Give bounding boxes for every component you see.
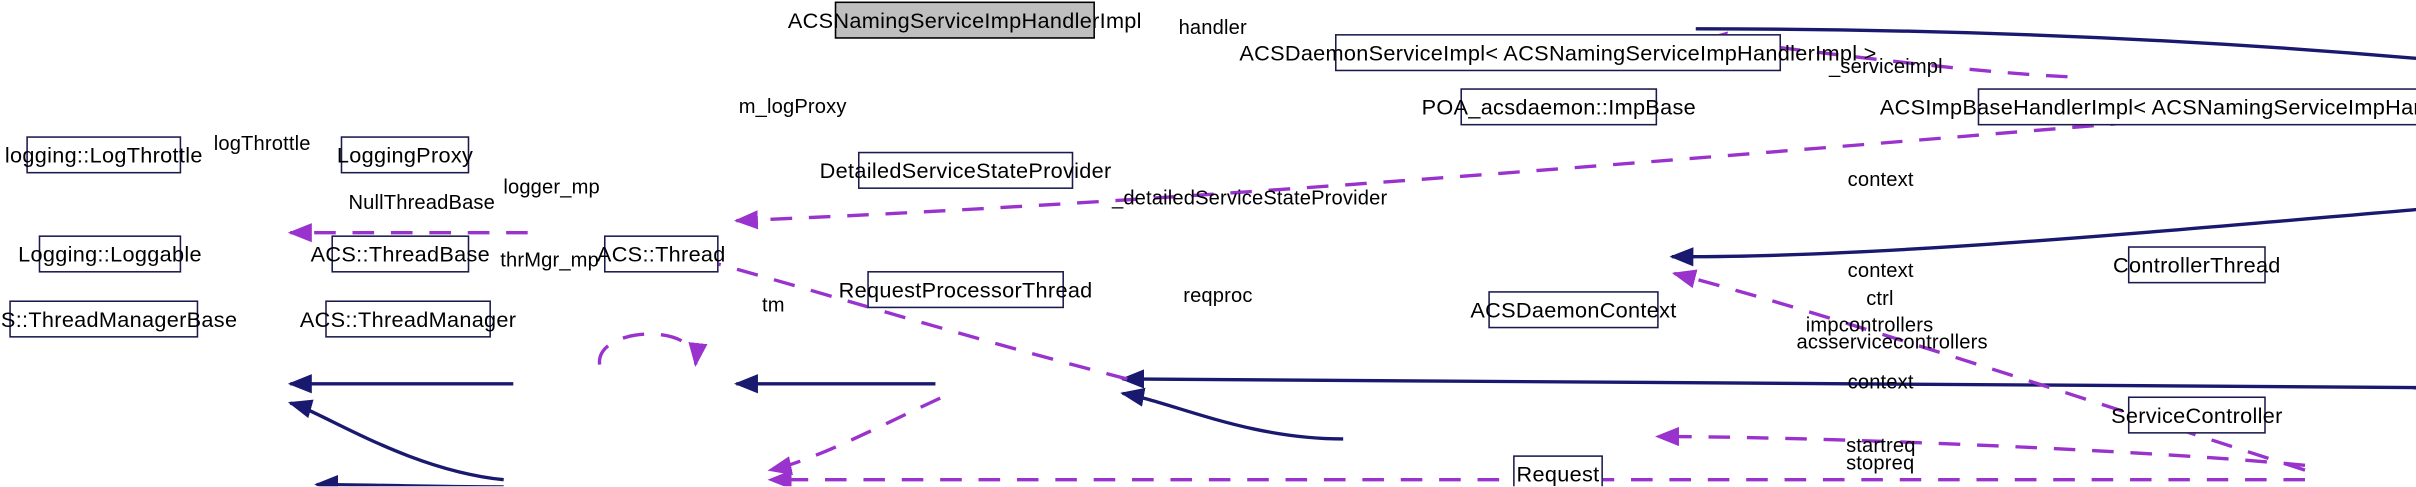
node-poa-acsdaemon-impbase[interactable]: POA_acsdaemon::ImpBase	[1422, 88, 1696, 126]
edge-label-context-low: context	[1847, 370, 1914, 394]
edge-label-logthrottle: logThrottle	[213, 131, 311, 155]
node-acs-threadmanagerbase[interactable]: ACS::ThreadManagerBase	[0, 300, 237, 338]
node-acsdaemoncontext[interactable]: ACSDaemonContext	[1470, 291, 1676, 329]
edge-label-tm: tm	[761, 292, 785, 316]
edge-label-context-top: context	[1847, 167, 1914, 191]
edge-label-startreq: startreq	[1846, 433, 1916, 457]
node-requestprocessorthread[interactable]: RequestProcessorThread	[839, 271, 1092, 309]
node-acs-threadmanager[interactable]: ACS::ThreadManager	[300, 300, 516, 338]
edge-label-stopreq: stopreq	[1846, 450, 1915, 474]
node-acsdaemonserviceimpl[interactable]: ACSDaemonServiceImpl< ACSNamingServiceIm…	[1239, 34, 1876, 72]
edge-label-reqproc: reqproc	[1183, 283, 1253, 307]
node-acsnamingserviceimphandlerimpl[interactable]: ACSNamingServiceImpHandlerImpl	[788, 1, 1142, 39]
edge-label-serviceimpl: _serviceimpl	[1829, 54, 1943, 78]
node-acsimpbasehandlerimpl[interactable]: ACSImpBaseHandlerImpl< ACSNamingServiceI…	[1880, 88, 2416, 126]
edge-label-m-logproxy: m_logProxy	[738, 94, 847, 118]
edge-label-logger-mp: logger_mp	[503, 175, 600, 199]
node-request[interactable]: Request	[1513, 455, 1603, 487]
node-controllerthread[interactable]: ControllerThread	[2113, 246, 2280, 284]
node-logging-logthrottle[interactable]: logging::LogThrottle	[5, 136, 202, 174]
node-logging-loggable[interactable]: Logging::Loggable	[18, 235, 202, 273]
edge-label-handler: handler	[1178, 15, 1247, 39]
edge-label-thrmgr-mp: thrMgr_mp	[500, 247, 599, 272]
edge-label-acsservicecontrollers: acsservicecontrollers	[1796, 329, 1988, 354]
edge-label-ctrl: ctrl	[1866, 286, 1894, 310]
edge-label-detailedservicestateprovider: _detailedServiceStateProvider	[1111, 185, 1388, 210]
edge-label-nullthreadbase: NullThreadBase	[348, 190, 496, 214]
node-loggingproxy[interactable]: LoggingProxy	[337, 136, 473, 174]
edge-label-impcontrollers: impcontrollers	[1805, 312, 1934, 337]
node-detailedservicestateprovider[interactable]: DetailedServiceStateProvider	[820, 151, 1111, 189]
node-acs-thread[interactable]: ACS::Thread	[597, 235, 725, 273]
node-acs-threadbase[interactable]: ACS::ThreadBase	[311, 235, 490, 273]
node-servicecontroller[interactable]: ServiceController	[2111, 396, 2282, 434]
edge-label-context-mid: context	[1847, 258, 1914, 282]
